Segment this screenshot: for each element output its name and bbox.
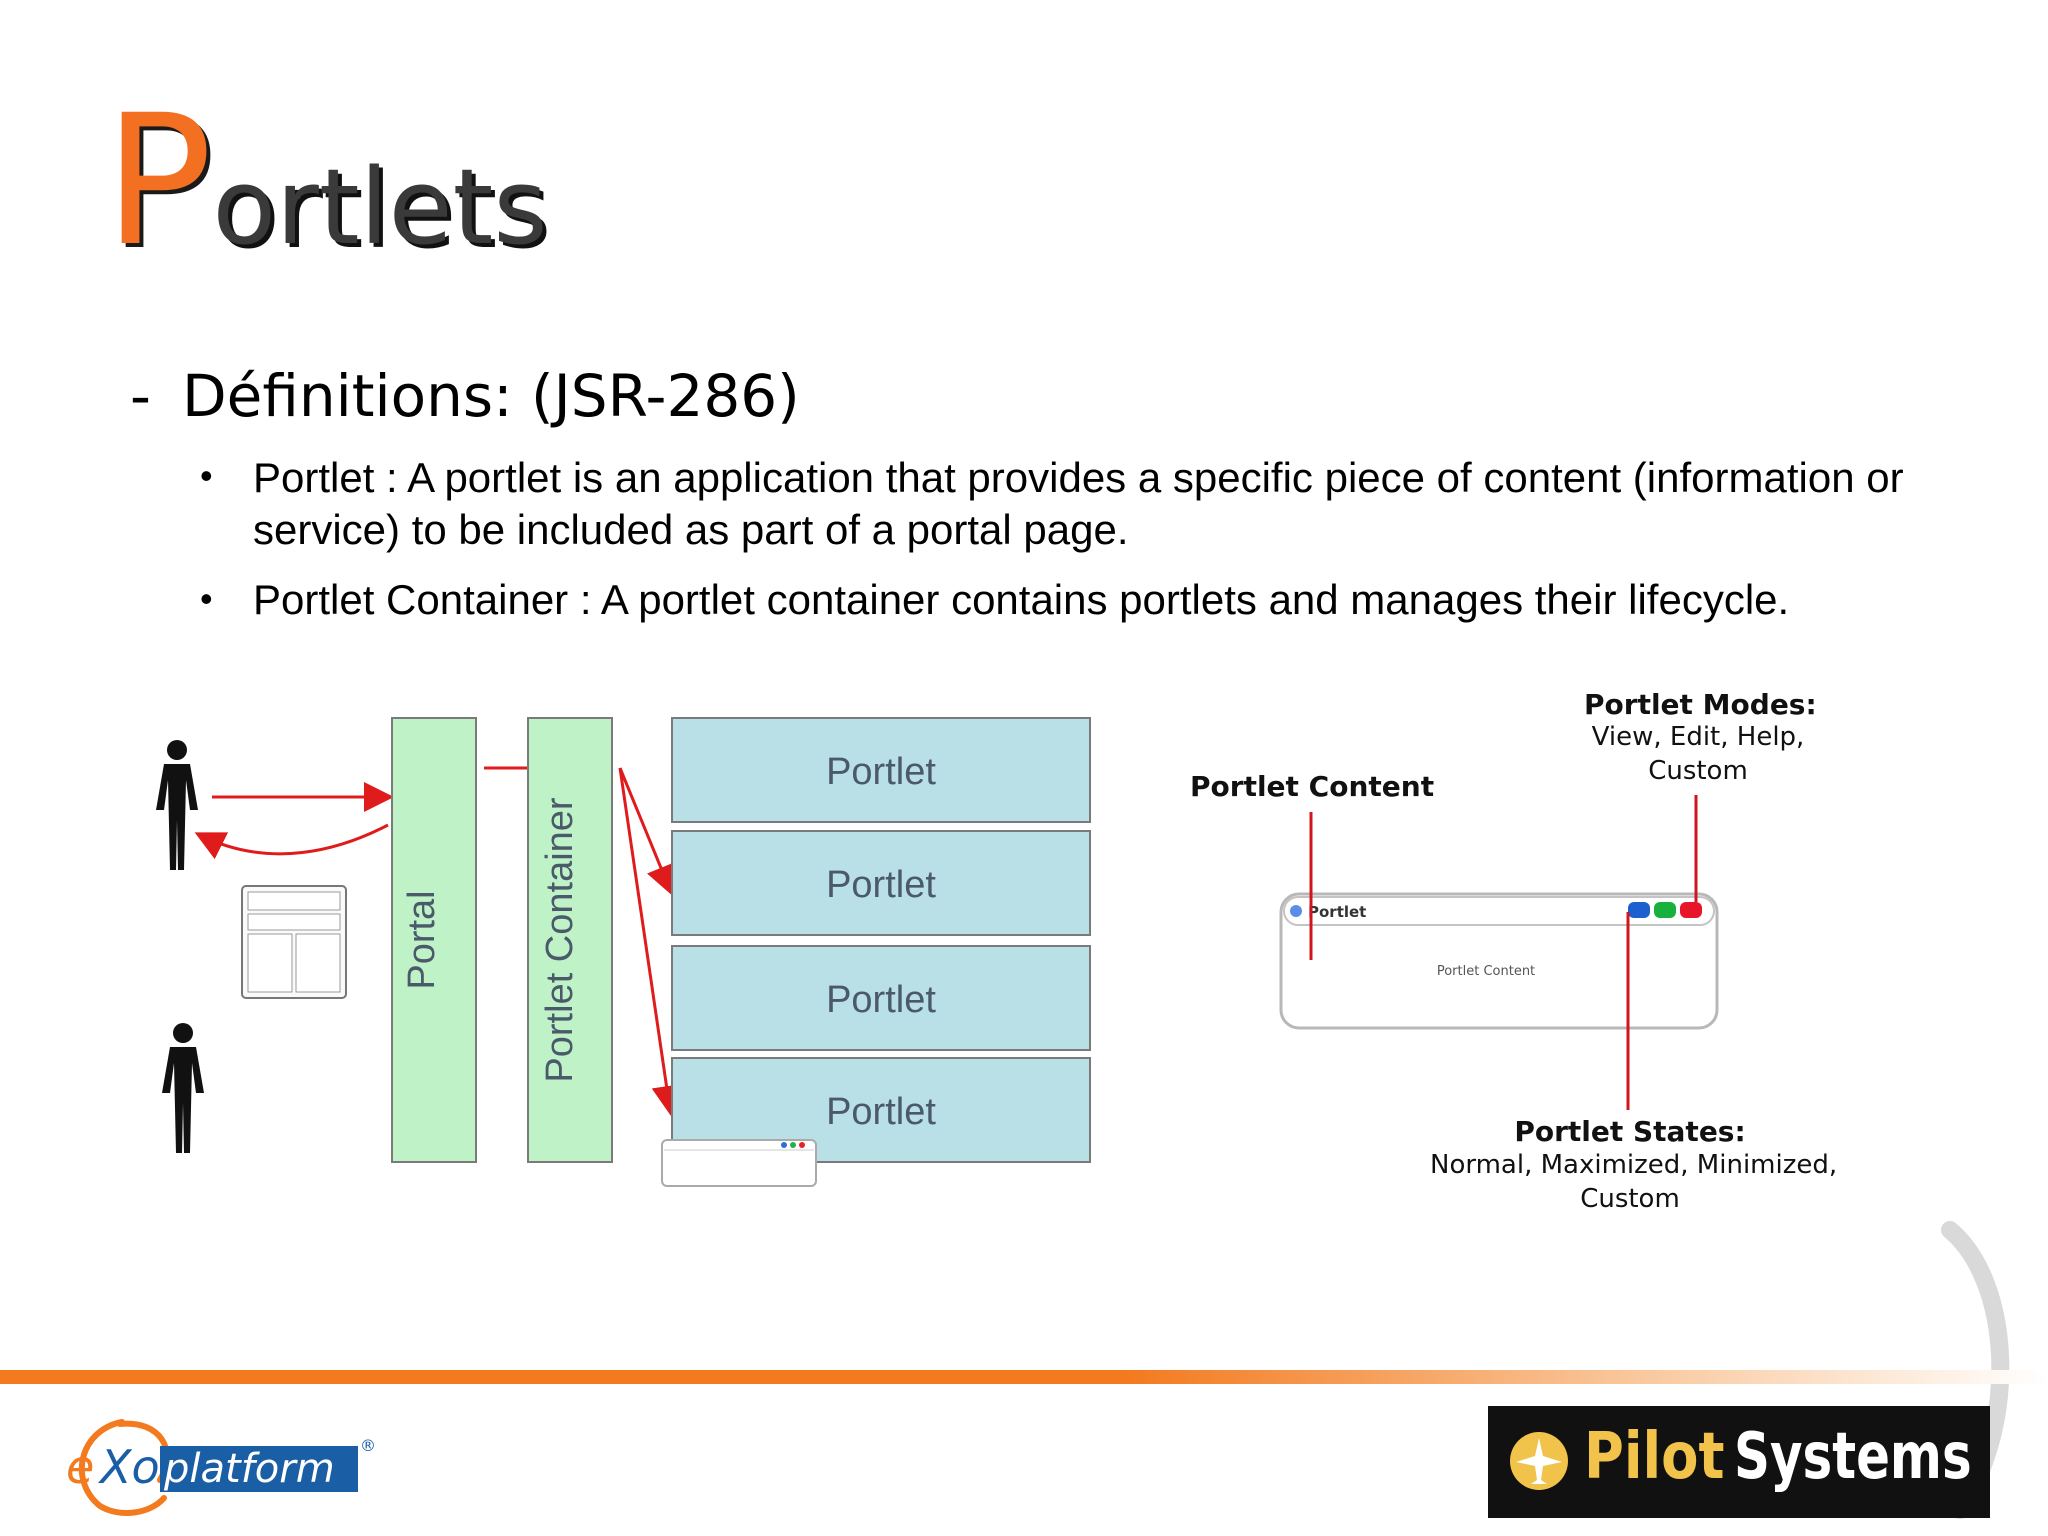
- states-line-2: Custom: [1580, 1184, 1680, 1214]
- user-icon: [162, 1023, 204, 1153]
- portal-page-thumbnail: [241, 885, 347, 999]
- mode-button: [1654, 902, 1676, 918]
- portlet-label: Portlet: [826, 751, 936, 793]
- slide-title: Portlets: [104, 92, 548, 272]
- section-dash: -: [130, 362, 151, 430]
- portal-label: Portal: [401, 890, 443, 989]
- exo-platform-logo: e Xo platform ®: [60, 1410, 380, 1520]
- response-arrow: [194, 823, 389, 860]
- mode-button: [1680, 902, 1702, 918]
- portlet-box: Portlet: [671, 945, 1091, 1051]
- portlet-label: Portlet: [826, 1091, 936, 1133]
- portlet-box: Portlet: [671, 717, 1091, 823]
- architecture-diagram: Portal Portlet Container Portlet Portlet…: [156, 717, 1091, 1187]
- portlet-window-body: Portlet Content: [1437, 964, 1535, 979]
- portlet-window: [1279, 892, 1719, 1030]
- container-to-portlet-arrow: [618, 767, 682, 1116]
- bullet-dot-1: •: [200, 455, 213, 496]
- portal-box: [391, 717, 477, 1163]
- exo-word-platform: platform: [164, 1446, 335, 1492]
- section-heading: Définitions: (JSR-286): [182, 362, 800, 430]
- portlet-window-diagram: Portlet Portlet Content: [1279, 892, 1719, 1030]
- user-icon: [156, 740, 198, 870]
- portlet-label: Portlet: [826, 979, 936, 1021]
- bullet-text-2: Portlet Container : A portlet container …: [253, 576, 1790, 623]
- title-rest: ortlets: [212, 146, 548, 268]
- portlet-box: Portlet: [671, 830, 1091, 936]
- airplane-icon: [1510, 1432, 1568, 1490]
- portlet-icon: [1290, 905, 1302, 917]
- modes-line-1: View, Edit, Help,: [1591, 722, 1805, 752]
- pilot-word: Pilot: [1584, 1420, 1725, 1494]
- portlet-container-box: [527, 717, 613, 1163]
- portlet-titlebar: [1283, 896, 1715, 926]
- container-to-portlet-arrow: [618, 767, 675, 896]
- content-heading: Portlet Content: [1190, 770, 1435, 803]
- portlet-window-thumbnail: [661, 1139, 817, 1187]
- bullet-text-1: Portlet : A portlet is an application th…: [253, 454, 1904, 553]
- exo-letters-xo: Xo: [100, 1440, 160, 1494]
- states-line-1: Normal, Maximized, Minimized,: [1430, 1150, 1838, 1180]
- exo-registered-mark: ®: [360, 1436, 376, 1455]
- states-heading: Portlet States:: [1514, 1115, 1746, 1148]
- portlet-label: Portlet: [826, 864, 936, 906]
- portlet-window-title: Portlet: [1308, 903, 1366, 921]
- exo-letter-e: e: [66, 1440, 95, 1494]
- modes-line-2: Custom: [1648, 756, 1748, 786]
- bullet-dot-2: •: [200, 578, 213, 619]
- title-initial: P: [104, 77, 213, 286]
- mode-button: [1628, 902, 1650, 918]
- pilot-systems-logo: Pilot Systems: [1488, 1406, 1990, 1518]
- modes-heading: Portlet Modes:: [1584, 688, 1817, 721]
- systems-word: Systems: [1734, 1420, 1972, 1494]
- footer-divider: [0, 1370, 2048, 1384]
- portlet-container-label: Portlet Container: [539, 797, 581, 1082]
